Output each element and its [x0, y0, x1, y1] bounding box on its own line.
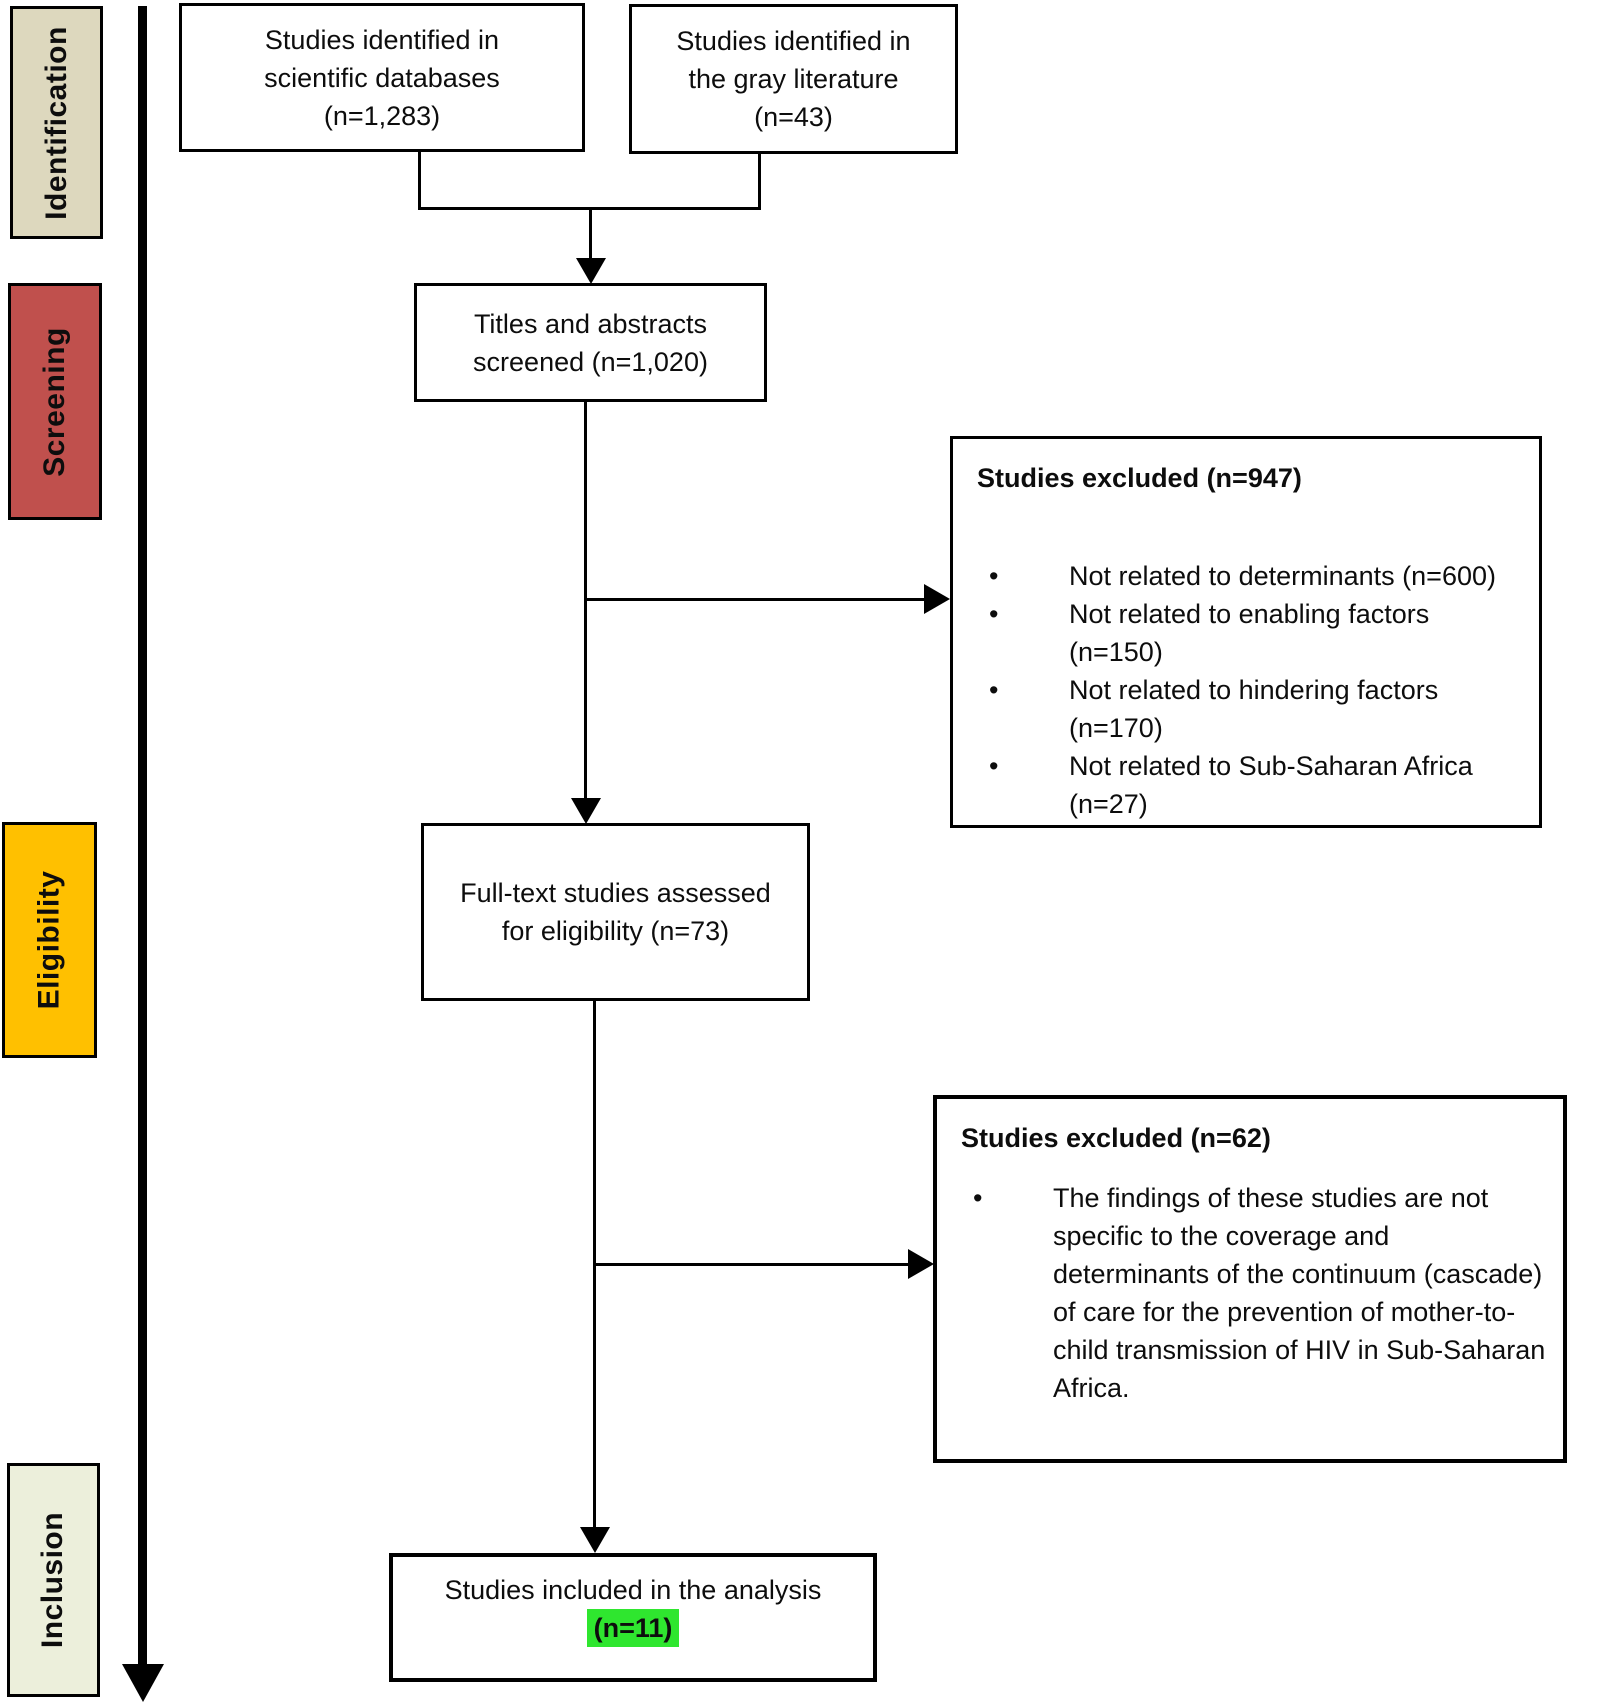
node-excluded-eligibility: Studies excluded (n=62) • The findings o…: [933, 1095, 1567, 1463]
list-item: • Not related to determinants (n=600): [977, 557, 1523, 595]
stage-inclusion-label: Inclusion: [36, 1511, 70, 1649]
node-text: Studies identified in: [676, 26, 911, 56]
list-item: • Not related to hindering factors (n=17…: [977, 671, 1523, 747]
node-text: Titles and abstracts: [473, 308, 708, 339]
node-text: Full-text studies assessed: [460, 878, 771, 908]
stage-identification: Identification: [10, 6, 103, 239]
stage-screening: Screening: [8, 283, 102, 520]
bullet-icon: •: [989, 675, 999, 705]
connector-screened-drop: [584, 402, 587, 800]
arrowhead-right-icon: [924, 584, 950, 614]
included-text: Studies included in the analysis: [444, 1575, 822, 1605]
bullet-icon: •: [989, 561, 999, 591]
connector-merge-drop: [589, 210, 592, 260]
stage-eligibility-label: Eligibility: [32, 870, 66, 1010]
node-text: Studies identified in: [264, 24, 500, 55]
arrowhead-right-icon: [908, 1249, 934, 1279]
bullet-icon: •: [973, 1183, 983, 1213]
arrowhead-down-icon: [580, 1527, 610, 1553]
stage-screening-label: Screening: [38, 326, 71, 477]
node-identified-gray-literature: Studies identified in the gray literatur…: [629, 4, 958, 154]
connector-db-drop: [418, 152, 421, 210]
node-text: scientific databases: [264, 62, 500, 93]
node-excluded-screening: Studies excluded (n=947) • Not related t…: [950, 436, 1542, 828]
list-item-text: Not related to Sub-Saharan Africa (n=27): [1069, 751, 1473, 819]
stage-identification-label: Identification: [39, 25, 73, 220]
connector-gray-drop: [758, 154, 761, 210]
list-item-text: Not related to enabling factors (n=150): [1069, 599, 1430, 667]
connector-merge-bar: [418, 207, 761, 210]
node-identified-databases: Studies identified in scientific databas…: [179, 3, 585, 152]
list-item: • The findings of these studies are not …: [961, 1179, 1547, 1407]
connector-branch-excluded1: [584, 598, 924, 601]
list-item: • Not related to Sub-Saharan Africa (n=2…: [977, 747, 1523, 823]
connector-branch-excluded2: [593, 1263, 908, 1266]
arrowhead-down-icon: [571, 798, 601, 824]
node-text: the gray literature: [688, 64, 899, 94]
node-text: (n=43): [754, 102, 833, 132]
node-fulltext-assessed: Full-text studies assessed for eligibili…: [421, 823, 810, 1001]
excluded-screening-list: • Not related to determinants (n=600) • …: [977, 557, 1523, 823]
arrowhead-down-icon: [576, 258, 606, 284]
list-item-text: The findings of these studies are not sp…: [1053, 1183, 1546, 1403]
stage-inclusion: Inclusion: [7, 1463, 100, 1697]
node-text: for eligibility (n=73): [501, 916, 730, 946]
list-item-text: Not related to determinants (n=600): [1069, 561, 1496, 591]
excluded-screening-title: Studies excluded (n=947): [977, 463, 1302, 493]
stage-eligibility: Eligibility: [2, 822, 97, 1058]
node-studies-included: Studies included in the analysis (n=11): [389, 1553, 877, 1682]
bullet-icon: •: [989, 751, 999, 781]
list-item: • Not related to enabling factors (n=150…: [977, 595, 1523, 671]
included-count-highlight: (n=11): [586, 1609, 680, 1647]
node-text: screened (n=1,020): [473, 346, 708, 377]
spine-arrow-line: [138, 6, 147, 1668]
node-titles-abstracts-screened: Titles and abstracts screened (n=1,020): [414, 283, 767, 402]
excluded-eligibility-title: Studies excluded (n=62): [961, 1123, 1271, 1153]
node-text: (n=1,283): [323, 100, 441, 131]
spine-arrowhead-down-icon: [122, 1664, 164, 1702]
excluded-eligibility-list: • The findings of these studies are not …: [961, 1179, 1547, 1407]
bullet-icon: •: [989, 599, 999, 629]
list-item-text: Not related to hindering factors (n=170): [1069, 675, 1439, 743]
